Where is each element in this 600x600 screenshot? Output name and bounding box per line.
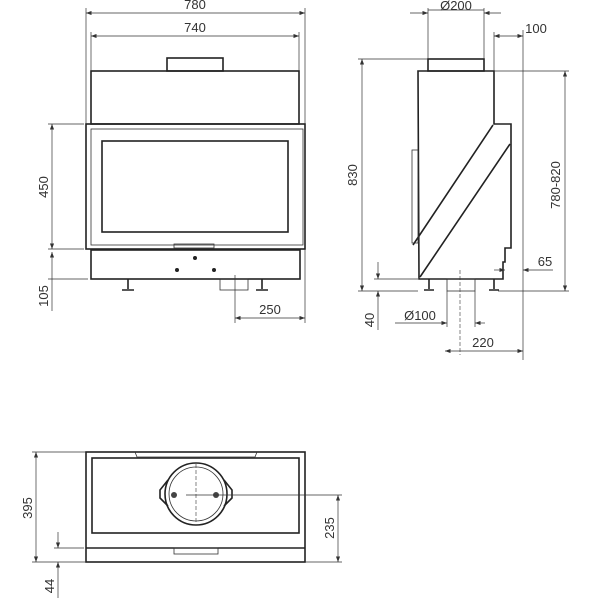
front-view: 780 740 450 105 250	[36, 0, 306, 323]
dim-40: 40	[362, 313, 377, 327]
flue-collar-side	[427, 58, 485, 72]
dim-830: 830	[345, 164, 360, 186]
feet	[122, 279, 268, 291]
side-body	[417, 70, 512, 280]
bottom-inner	[91, 457, 300, 534]
dim-395: 395	[20, 497, 35, 519]
dim-100: 100	[525, 21, 547, 36]
dim-780-820: 780-820	[548, 161, 563, 209]
dim-235: 235	[322, 517, 337, 539]
bottom-outline	[85, 451, 306, 563]
flue-collar	[166, 57, 224, 72]
dim-250: 250	[259, 302, 281, 317]
base	[90, 249, 301, 280]
door-frame	[85, 123, 306, 250]
dim-105: 105	[36, 285, 51, 307]
top-panel	[90, 70, 300, 125]
air-inlet-side	[446, 278, 476, 292]
side-view: Ø200 100 830 780-820 65 40 Ø100 220	[345, 0, 569, 360]
dim-220: 220	[472, 335, 494, 350]
glass-window	[101, 140, 289, 233]
dim-65: 65	[538, 254, 552, 269]
dim-44: 44	[42, 579, 57, 593]
door-side	[411, 149, 419, 244]
dim-diameter-100: Ø100	[404, 308, 436, 323]
dim-diameter-200: Ø200	[440, 0, 472, 13]
bottom-view: 395 235 44	[20, 451, 342, 598]
flue-ring	[164, 462, 228, 526]
dim-740: 740	[184, 20, 206, 35]
air-inlet	[219, 278, 249, 291]
dim-450: 450	[36, 176, 51, 198]
dim-780: 780	[184, 0, 206, 12]
diagonal-deflector	[412, 124, 511, 278]
